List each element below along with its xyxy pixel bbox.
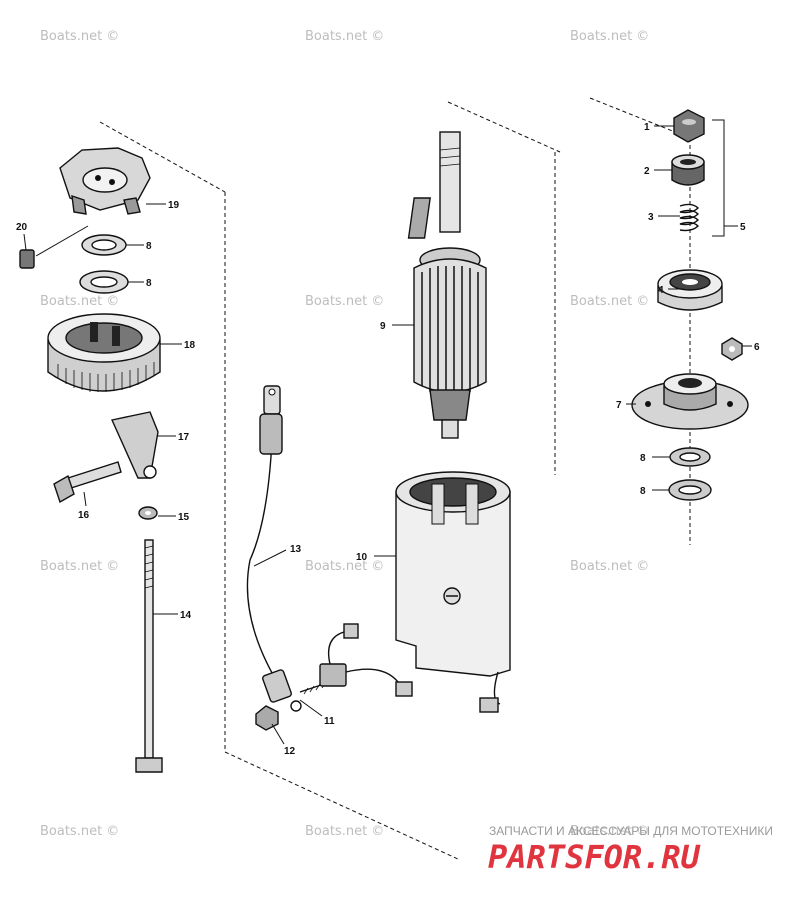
part-washer-right-upper bbox=[669, 447, 711, 467]
callout-16: 16 bbox=[78, 510, 90, 521]
callout-12: 12 bbox=[284, 746, 296, 757]
part-field-frame bbox=[395, 471, 511, 713]
watermark: Boats.net © bbox=[40, 824, 119, 839]
watermark: Boats.net © bbox=[570, 824, 649, 839]
callout-11: 11 bbox=[324, 716, 335, 727]
watermark: Boats.net © bbox=[40, 559, 119, 574]
callout-5: 5 bbox=[740, 222, 746, 233]
part-armature bbox=[407, 131, 487, 439]
part-bolt-16 bbox=[53, 461, 122, 504]
callout-17: 17 bbox=[178, 432, 190, 443]
part-pinion-nut bbox=[673, 109, 705, 143]
guide-line-center-top bbox=[447, 101, 561, 153]
guide-lines bbox=[99, 97, 691, 861]
callout-3: 3 bbox=[648, 212, 654, 223]
callout-9: 9 bbox=[380, 321, 386, 332]
part-washer-left-lower bbox=[79, 270, 129, 294]
watermark-layer: Boats.net © Boats.net © Boats.net © Boat… bbox=[40, 29, 649, 839]
callout-14: 14 bbox=[180, 610, 192, 621]
callout-8: 8 bbox=[146, 241, 152, 252]
watermark: Boats.net © bbox=[305, 559, 384, 574]
part-drive-end-frame bbox=[631, 373, 749, 430]
part-end-plate bbox=[59, 147, 151, 215]
watermark: Boats.net © bbox=[570, 29, 649, 44]
callout-20: 20 bbox=[16, 222, 28, 233]
callout-15: 15 bbox=[178, 512, 190, 523]
part-washer-right-lower bbox=[668, 479, 712, 501]
callout-6: 6 bbox=[754, 342, 760, 353]
callout-13: 13 bbox=[290, 544, 302, 555]
callout-2: 2 bbox=[644, 166, 650, 177]
watermark: Boats.net © bbox=[570, 294, 649, 309]
brand-subtitle: ЗАПЧАСТИ И АКСЕССУАРЫ ДЛЯ МОТОТЕХНИКИ bbox=[489, 824, 773, 838]
callout-labels: 1 2 3 4 5 6 7 8 8 9 10 11 12 13 14 15 16… bbox=[16, 122, 760, 757]
part-through-bolt bbox=[135, 539, 163, 773]
guide-line-right-top bbox=[589, 97, 691, 139]
guide-line-bottom bbox=[224, 751, 461, 861]
callout-8: 8 bbox=[640, 453, 646, 464]
callout-1: 1 bbox=[644, 122, 650, 133]
part-lockwasher-15 bbox=[138, 506, 158, 520]
leader-lines bbox=[23, 119, 752, 745]
part-nut-6 bbox=[721, 337, 743, 361]
part-washer-left-upper bbox=[81, 234, 127, 256]
part-collar bbox=[671, 154, 705, 186]
watermark: Boats.net © bbox=[570, 559, 649, 574]
part-anti-drift-spring bbox=[679, 203, 699, 232]
callout-10: 10 bbox=[356, 552, 368, 563]
part-pinion-gear bbox=[657, 269, 723, 311]
part-end-cap bbox=[47, 313, 161, 392]
watermark: Boats.net © bbox=[305, 824, 384, 839]
callout-7: 7 bbox=[616, 400, 622, 411]
watermark: Boats.net © bbox=[305, 29, 384, 44]
part-nut-12 bbox=[255, 705, 279, 731]
guide-line-left-top bbox=[99, 121, 226, 193]
part-spring-20 bbox=[19, 249, 35, 269]
watermark: Boats.net © bbox=[40, 29, 119, 44]
callout-18: 18 bbox=[184, 340, 196, 351]
callout-8: 8 bbox=[640, 486, 646, 497]
part-terminal-stud bbox=[299, 623, 413, 697]
callout-19: 19 bbox=[168, 200, 180, 211]
brand-logo: PARTSFOR.RU bbox=[488, 838, 701, 876]
part-cable bbox=[246, 385, 302, 712]
callout-8: 8 bbox=[146, 278, 152, 289]
callout-4: 4 bbox=[658, 285, 664, 296]
brand-overlay: ЗАПЧАСТИ И АКСЕССУАРЫ ДЛЯ МОТОТЕХНИКИ PA… bbox=[488, 824, 773, 876]
watermark: Boats.net © bbox=[40, 294, 119, 309]
watermark: Boats.net © bbox=[305, 294, 384, 309]
part-bracket bbox=[111, 411, 159, 479]
